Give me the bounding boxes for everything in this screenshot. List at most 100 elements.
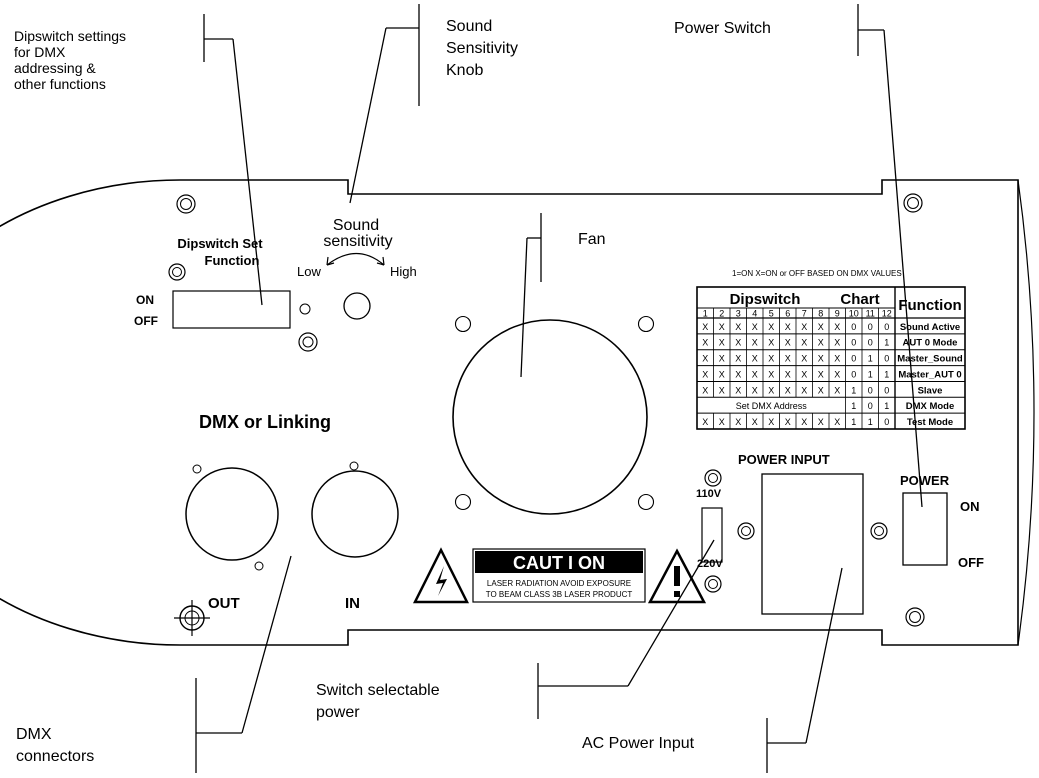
mount-hole-top-left xyxy=(176,194,196,214)
voltage-selector-switch[interactable] xyxy=(701,507,723,563)
ac-power-inlet[interactable] xyxy=(761,473,864,615)
table-cell: 0 xyxy=(868,338,873,348)
callout-power-switch: Power Switch xyxy=(674,20,771,37)
table-cell: X xyxy=(702,354,708,364)
sound-sensitivity-knob[interactable] xyxy=(343,292,371,320)
table-cell: X xyxy=(818,354,824,364)
table-cell: X xyxy=(801,369,807,379)
callout-sound-line-1: Sound xyxy=(446,18,493,35)
power-input-area: POWER INPUT xyxy=(737,452,888,615)
table-cell: 0 xyxy=(868,385,873,395)
table-cell: 0 xyxy=(884,354,889,364)
ground-screw-bottom-left xyxy=(174,600,210,636)
table-col-number: 5 xyxy=(769,309,774,319)
power-rocker-switch[interactable] xyxy=(902,492,948,566)
table-cell: X xyxy=(785,354,791,364)
callout-dipswitch-line-1: Dipswitch settings xyxy=(14,28,127,44)
table-cell: X xyxy=(752,322,758,332)
sound-low-label: Low xyxy=(297,264,321,279)
dipswitch-block[interactable] xyxy=(172,290,291,329)
fan-label: Fan xyxy=(578,231,606,248)
table-cell: X xyxy=(834,417,840,427)
table-cell: X xyxy=(785,338,791,348)
table-cell: X xyxy=(801,385,807,395)
table-cell: X xyxy=(834,354,840,364)
table-col-number: 10 xyxy=(849,309,859,319)
table-cell: 0 xyxy=(851,338,856,348)
table-cell: 1 xyxy=(884,401,889,411)
table-cell: X xyxy=(785,385,791,395)
table-function-cell: DMX Mode xyxy=(906,401,955,412)
table-col-number: 3 xyxy=(736,309,741,319)
table-function-cell: Sound Active xyxy=(900,322,960,333)
table-legend: 1=ON X=ON or OFF BASED ON DMX VALUES xyxy=(732,269,902,278)
power-switch-area: POWER ON OFF xyxy=(900,473,984,570)
caution-title: CAUT I ON xyxy=(513,553,605,573)
caution-line-1: LASER RADIATION AVOID EXPOSURE xyxy=(487,579,631,588)
leader-lines xyxy=(195,4,923,773)
table-cell: X xyxy=(818,417,824,427)
table-cell: X xyxy=(719,385,725,395)
dipswitch-area: Dipswitch Set Function ON OFF xyxy=(134,236,318,352)
table-cell: 1 xyxy=(851,417,856,427)
table-col-number: 4 xyxy=(752,309,757,319)
table-cell: X xyxy=(702,322,708,332)
table-function-cell: Test Mode xyxy=(907,417,953,428)
table-col-number: 2 xyxy=(719,309,724,319)
power-on-label: ON xyxy=(960,499,980,514)
panel-outline xyxy=(0,179,1019,646)
table-cell: X xyxy=(752,417,758,427)
table-cell: X xyxy=(768,338,774,348)
table-cell: X xyxy=(735,417,741,427)
table-cell: 1 xyxy=(884,369,889,379)
dmx-out-label: OUT xyxy=(208,595,240,612)
callout-switch-power: Switch selectable power xyxy=(316,680,440,724)
table-cell: 0 xyxy=(851,322,856,332)
table-cell: X xyxy=(735,322,741,332)
voltage-selector-area: 110V 220V xyxy=(696,469,723,593)
callout-dipswitch-settings: Dipswitch settings for DMX addressing & … xyxy=(14,28,126,92)
table-cell: X xyxy=(735,338,741,348)
table-cell: 1 xyxy=(868,354,873,364)
callout-dipswitch-line-3: addressing & xyxy=(14,60,96,76)
table-cell: X xyxy=(702,417,708,427)
dmx-linking-label: DMX or Linking xyxy=(199,412,331,432)
dip-set-function-line-2: Function xyxy=(205,253,260,268)
table-cell: X xyxy=(834,322,840,332)
table-col-number: 7 xyxy=(802,309,807,319)
table-header-dipswitch: Dipswitch xyxy=(730,291,801,308)
voltage-220-label: 220V xyxy=(697,558,723,570)
table-cell: X xyxy=(768,322,774,332)
table-function-cell: Master_AUT 0 xyxy=(898,369,961,380)
callout-dmx-line-1: DMX xyxy=(16,726,52,743)
table-cell: 0 xyxy=(884,417,889,427)
table-cell: X xyxy=(719,354,725,364)
table-col-number: 6 xyxy=(785,309,790,319)
dmx-area: DMX or Linking OUT IN xyxy=(185,412,399,612)
sound-label-line-1: Sound xyxy=(333,217,379,234)
table-cell: X xyxy=(785,369,791,379)
table-cell: X xyxy=(768,354,774,364)
table-cell: 0 xyxy=(868,322,873,332)
callout-dmx-connectors: DMX connectors xyxy=(16,724,94,768)
table-function-cell: Slave xyxy=(918,385,943,396)
table-cell: X xyxy=(702,385,708,395)
table-cell: X xyxy=(834,385,840,395)
callout-dipswitch-line-4: other functions xyxy=(14,76,106,92)
table-cell: X xyxy=(818,338,824,348)
dmx-in-label: IN xyxy=(345,595,360,612)
callout-sound-line-2: Sensitivity xyxy=(446,40,519,57)
table-cell: X xyxy=(735,385,741,395)
table-cell: X xyxy=(752,385,758,395)
sound-knob-area: Sound sensitivity Low High xyxy=(297,217,417,320)
table-col-number: 1 xyxy=(703,309,708,319)
dmx-in-connector[interactable] xyxy=(311,470,399,558)
table-cell: X xyxy=(735,369,741,379)
table-cell: 0 xyxy=(851,354,856,364)
table-cell: X xyxy=(752,369,758,379)
mount-hole-top-right xyxy=(903,193,923,213)
dmx-out-connector[interactable] xyxy=(185,467,279,561)
